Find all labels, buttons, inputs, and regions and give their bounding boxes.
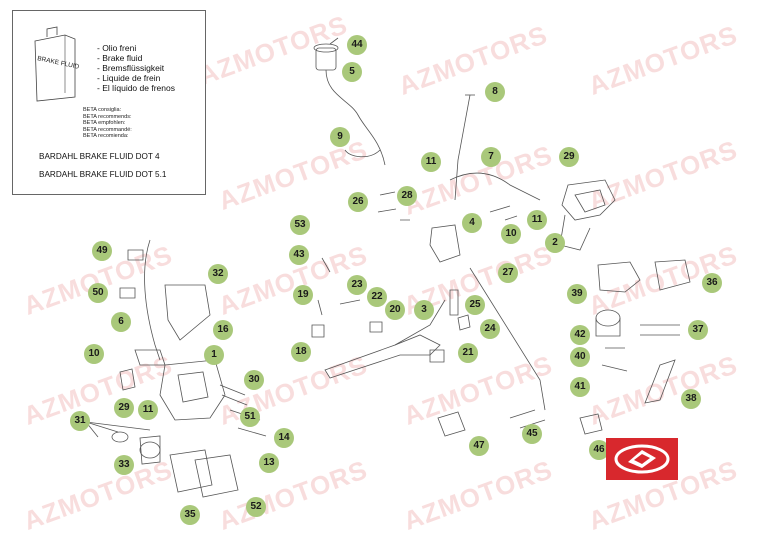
callout[interactable]: 38 (681, 389, 701, 409)
brake-pad (194, 454, 239, 498)
callout[interactable]: 23 (347, 275, 367, 295)
callout[interactable]: 35 (180, 505, 200, 525)
callout[interactable]: 47 (469, 436, 489, 456)
recommend-list: BETA consiglia: BETA recommends: BETA em… (83, 107, 132, 140)
callout[interactable]: 19 (293, 285, 313, 305)
callout[interactable]: 36 (702, 273, 722, 293)
callout[interactable]: 52 (246, 497, 266, 517)
brake-pedal (324, 334, 441, 379)
callout[interactable]: 30 (244, 370, 264, 390)
callout[interactable]: 33 (114, 455, 134, 475)
callout[interactable]: 2 (545, 233, 565, 253)
callout[interactable]: 4 (462, 213, 482, 233)
pad-spring (644, 359, 676, 404)
front-brake-hose (144, 239, 161, 361)
callout[interactable]: 41 (570, 377, 590, 397)
callout[interactable]: 14 (274, 428, 294, 448)
callout[interactable]: 29 (114, 398, 134, 418)
fluid-es: - El líquido de frenos (97, 83, 175, 93)
reservoir-cap (313, 43, 339, 53)
callout[interactable]: 27 (498, 263, 518, 283)
callout[interactable]: 6 (111, 312, 131, 332)
callout[interactable]: 10 (84, 344, 104, 364)
recommend-it: BETA consiglia: (83, 107, 122, 113)
callout[interactable]: 50 (88, 283, 108, 303)
callout[interactable]: 9 (330, 127, 350, 147)
azmotors-logo (606, 438, 678, 480)
callout[interactable]: 28 (397, 186, 417, 206)
callout[interactable]: 8 (485, 82, 505, 102)
recommend-en: BETA recommends: (83, 113, 132, 120)
callout[interactable]: 7 (481, 147, 501, 167)
callout[interactable]: 21 (458, 343, 478, 363)
brake-hose (449, 172, 541, 201)
callout[interactable]: 11 (421, 152, 441, 172)
can-label: BRAKE FLUID (37, 55, 80, 71)
callout[interactable]: 29 (559, 147, 579, 167)
callout[interactable]: 32 (208, 264, 228, 284)
callout[interactable]: 37 (688, 320, 708, 340)
callout[interactable]: 51 (240, 407, 260, 427)
brake-line-upper (454, 94, 471, 201)
callout[interactable]: 20 (385, 300, 405, 320)
fluid-de: - Bremsflüssigkeit (97, 63, 165, 73)
callout[interactable]: 24 (480, 319, 500, 339)
caliper-bracket (559, 214, 591, 251)
fluid-fr: - Liquide de frein (97, 73, 161, 83)
callout[interactable]: 13 (259, 453, 279, 473)
callout[interactable]: 40 (570, 347, 590, 367)
callout[interactable]: 42 (570, 325, 590, 345)
brake-fluid-can-icon: BRAKE FLUID (34, 26, 80, 102)
callout[interactable]: 46 (589, 440, 609, 460)
callout[interactable]: 44 (347, 35, 367, 55)
callout[interactable]: 26 (348, 192, 368, 212)
callout[interactable]: 39 (567, 284, 587, 304)
callout[interactable]: 3 (414, 300, 434, 320)
callout[interactable]: 16 (213, 320, 233, 340)
fluid-it: - Olio freni (97, 43, 137, 53)
callout[interactable]: 22 (367, 287, 387, 307)
callout[interactable]: 53 (290, 215, 310, 235)
fluid-list: - Olio freni - Brake fluid - Bremsflüssi… (97, 43, 175, 93)
brake-rod (469, 267, 546, 411)
callout[interactable]: 49 (92, 241, 112, 261)
dot4-label: BARDAHL BRAKE FLUID DOT 4 (39, 152, 160, 161)
brake-pad (169, 449, 213, 493)
callout[interactable]: 11 (527, 210, 547, 230)
dot51-label: BARDAHL BRAKE FLUID DOT 5.1 (39, 170, 167, 179)
rear-caliper (561, 179, 616, 221)
callout[interactable]: 11 (138, 400, 158, 420)
callout[interactable]: 45 (522, 424, 542, 444)
recommend-es: BETA recomienda: (83, 133, 129, 139)
callout[interactable]: 18 (291, 342, 311, 362)
brake-fluid-info-box: BRAKE FLUID - Olio freni - Brake fluid -… (12, 10, 206, 195)
callout[interactable]: 25 (465, 295, 485, 315)
sensor (437, 411, 466, 437)
pad-cover (597, 261, 641, 293)
recommend-fr: BETA recommandé: (83, 126, 132, 133)
reservoir-hose (325, 69, 386, 166)
front-caliper (159, 359, 226, 421)
callout[interactable]: 31 (70, 411, 90, 431)
callout[interactable]: 1 (204, 345, 224, 365)
caliper-support (164, 284, 211, 341)
master-cylinder (429, 224, 461, 263)
recommend-de: BETA empfohlen: (83, 120, 126, 126)
fluid-en: - Brake fluid (97, 53, 143, 63)
callout[interactable]: 43 (289, 245, 309, 265)
pad-cover (654, 259, 691, 291)
callout[interactable]: 5 (342, 62, 362, 82)
callout[interactable]: 10 (501, 224, 521, 244)
